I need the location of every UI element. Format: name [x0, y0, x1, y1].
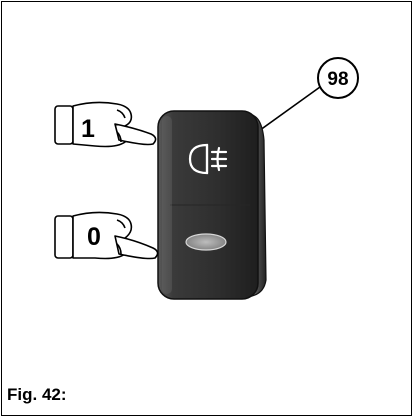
figure-caption: Fig. 42: [7, 385, 67, 404]
indicator-lens [185, 233, 227, 251]
hand-cuff [54, 105, 74, 145]
callout-leader-line [255, 86, 321, 134]
hand-cuff [54, 215, 74, 259]
position-1-label: 1 [81, 115, 95, 143]
rocker-switch [157, 110, 267, 300]
pointing-hand-icon [54, 211, 159, 260]
switch-highlight [162, 116, 172, 294]
position-0-label: 0 [87, 223, 101, 251]
callout-circle [317, 57, 359, 99]
callout-98: 98 [255, 57, 359, 134]
callout-number: 98 [327, 69, 348, 90]
pointing-hand-icon [54, 101, 157, 148]
fog-light-icon [188, 143, 228, 175]
